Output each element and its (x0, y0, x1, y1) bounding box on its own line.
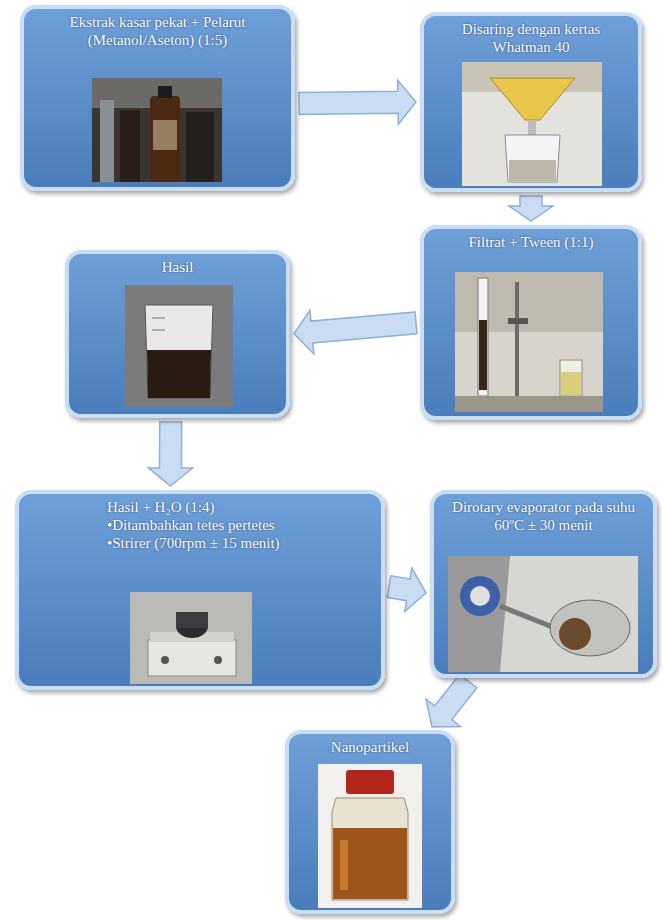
step-detail: •Ditambahkan tetes pertetes (27, 516, 373, 534)
process-box: Dirotary evaporator pada suhu 60ºC ± 30 … (430, 490, 657, 678)
process-box: Filtrat + Tween (1:1) (420, 225, 642, 420)
step-detail: •Strirer (700rpm ± 15 menit) (27, 534, 373, 552)
step-label: Dirotary evaporator pada suhu 60ºC ± 30 … (442, 498, 645, 534)
process-box: Nanopartikel (285, 730, 455, 914)
step-label: Hasil + H₂O (1:4) (27, 498, 373, 516)
step-label: Disaring dengan kertas Whatman 40 (432, 20, 630, 56)
block-arrow (426, 674, 477, 727)
step-label: Nanopartikel (297, 738, 443, 756)
vial-photo (318, 764, 422, 908)
process-box: Hasil + H₂O (1:4)•Ditambahkan tetes pert… (15, 490, 385, 690)
step-label: Ekstrak kasar pekat + Pelarut (Metanol/A… (32, 13, 283, 49)
step-label: Filtrat + Tween (1:1) (432, 233, 630, 251)
glassware-photo (455, 272, 603, 412)
block-arrow (299, 80, 416, 124)
beaker-photo (125, 285, 233, 407)
block-arrow (149, 422, 193, 486)
stirrer-photo (130, 592, 252, 684)
rotavap-photo (448, 556, 638, 672)
process-box: Hasil (65, 250, 290, 418)
process-box: Disaring dengan kertas Whatman 40 (420, 12, 642, 192)
bottle-photo (92, 78, 222, 182)
step-label: Hasil (77, 258, 278, 276)
block-arrow (509, 196, 553, 221)
funnel-photo (462, 62, 602, 186)
block-arrow (294, 310, 417, 354)
process-box: Ekstrak kasar pekat + Pelarut (Metanol/A… (20, 5, 295, 191)
block-arrow (387, 568, 426, 611)
